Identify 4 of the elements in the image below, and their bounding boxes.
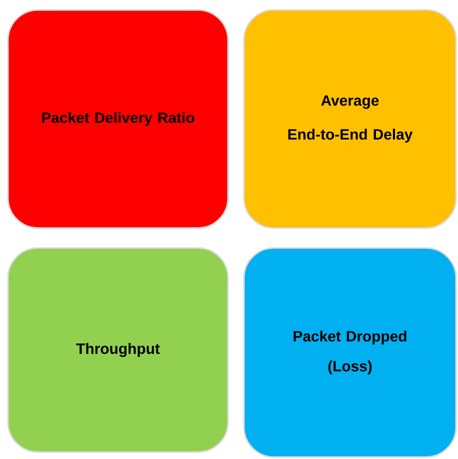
metric-box: Throughput: [7, 247, 229, 453]
metric-box: Packet Delivery Ratio: [7, 9, 229, 229]
metric-box: Packet Dropped (Loss): [243, 247, 457, 458]
metric-box: Average End-to-End Delay: [243, 9, 457, 229]
